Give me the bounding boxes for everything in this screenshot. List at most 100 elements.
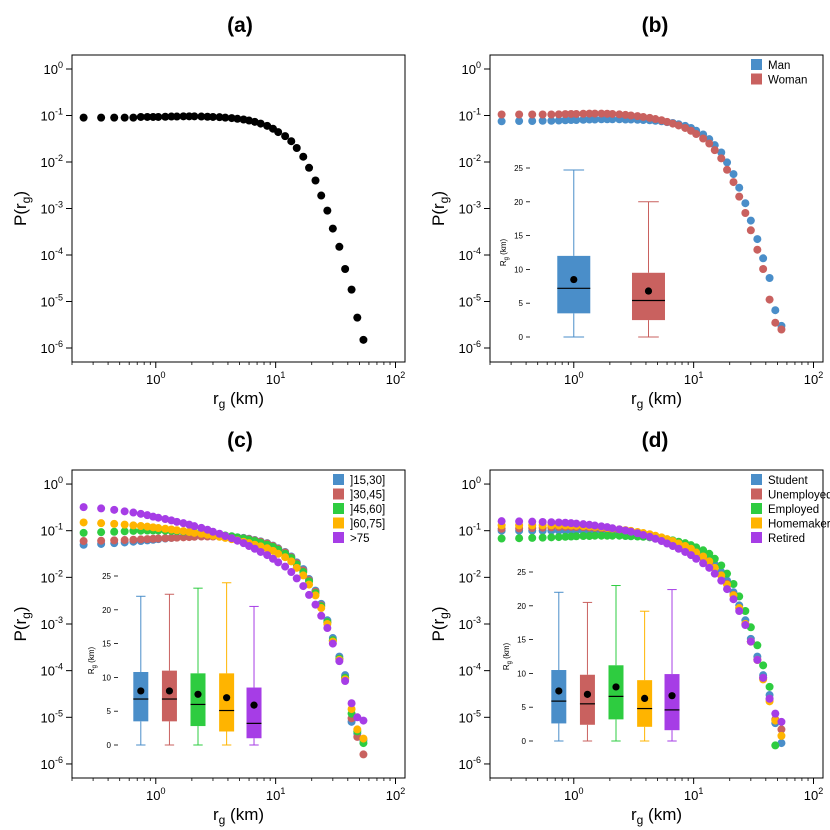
data-point bbox=[274, 128, 283, 137]
x-tick-label: 102 bbox=[386, 370, 405, 387]
y-tick-label: 10-3 bbox=[41, 615, 63, 632]
panel-title: (c) bbox=[227, 429, 253, 452]
data-point bbox=[538, 517, 547, 526]
data-point bbox=[317, 191, 326, 200]
data-point bbox=[347, 285, 356, 294]
inset-y-axis-label: Rg (km) bbox=[502, 642, 513, 670]
data-point bbox=[97, 113, 106, 122]
box-body bbox=[190, 673, 206, 727]
data-point bbox=[215, 113, 224, 122]
y-tick-label: 10-3 bbox=[459, 200, 481, 217]
box-body bbox=[579, 674, 595, 725]
data-point bbox=[547, 518, 556, 527]
data-point bbox=[120, 113, 129, 122]
data-point bbox=[353, 713, 362, 722]
data-point bbox=[161, 524, 170, 533]
box-6075 bbox=[219, 582, 235, 746]
y-tick-label: 10-2 bbox=[459, 568, 481, 585]
legend-label: Woman bbox=[768, 75, 807, 87]
inset-y-tick-label: 15 bbox=[102, 640, 111, 649]
data-point bbox=[572, 109, 581, 118]
y-tick-label: 10-1 bbox=[459, 522, 481, 539]
data-point bbox=[287, 557, 296, 566]
legend-label: Retired bbox=[768, 533, 805, 545]
data-point bbox=[717, 148, 726, 157]
data-point bbox=[263, 551, 272, 560]
data-point bbox=[615, 525, 624, 534]
data-point bbox=[250, 544, 259, 553]
panel-title: (b) bbox=[642, 14, 669, 37]
data-point bbox=[287, 568, 296, 577]
data-point bbox=[561, 532, 570, 541]
data-point bbox=[705, 139, 714, 148]
box-body bbox=[246, 687, 262, 739]
series-retired bbox=[497, 517, 786, 726]
data-point bbox=[233, 114, 242, 123]
data-point bbox=[705, 563, 714, 572]
inset-y-axis-label: Rg (km) bbox=[499, 238, 510, 266]
data-point bbox=[172, 533, 181, 542]
legend-label: Student bbox=[768, 475, 808, 487]
box-75 bbox=[246, 605, 262, 746]
data-point bbox=[341, 264, 350, 273]
data-point bbox=[179, 533, 188, 542]
legend-swatch bbox=[751, 474, 762, 485]
data-point bbox=[497, 110, 506, 119]
data-point bbox=[274, 549, 283, 558]
data-point bbox=[347, 699, 356, 708]
data-point bbox=[341, 677, 350, 686]
inset-y-tick-label: 5 bbox=[107, 707, 112, 716]
data-point bbox=[561, 110, 570, 119]
data-point bbox=[359, 716, 368, 725]
data-point bbox=[497, 534, 506, 543]
data-point bbox=[590, 109, 599, 118]
box-body bbox=[631, 272, 665, 321]
data-point bbox=[79, 537, 88, 546]
data-point bbox=[328, 224, 337, 233]
data-point bbox=[79, 503, 88, 512]
x-tick-label: 101 bbox=[684, 786, 703, 803]
legend-label: ]60,75] bbox=[350, 519, 385, 531]
y-tick-label: 10-6 bbox=[41, 339, 63, 356]
data-point bbox=[590, 115, 599, 124]
data-point bbox=[359, 750, 368, 759]
box-4560 bbox=[190, 587, 206, 746]
y-tick-label: 100 bbox=[44, 475, 63, 492]
y-tick-label: 10-2 bbox=[41, 153, 63, 170]
data-point bbox=[692, 554, 701, 563]
data-point bbox=[299, 571, 308, 580]
legend-swatch bbox=[333, 488, 344, 500]
data-point bbox=[585, 115, 594, 124]
data-point bbox=[597, 531, 606, 540]
x-tick-label: 102 bbox=[386, 786, 405, 803]
data-point bbox=[608, 531, 617, 540]
data-point bbox=[735, 192, 744, 201]
data-point bbox=[771, 741, 780, 750]
data-point bbox=[561, 518, 570, 527]
x-tick-label: 100 bbox=[564, 786, 583, 803]
data-point bbox=[765, 274, 774, 283]
panel-title: (a) bbox=[227, 14, 253, 37]
data-point bbox=[528, 117, 537, 126]
x-tick-label: 102 bbox=[804, 370, 823, 387]
box-mean bbox=[570, 275, 578, 284]
data-point bbox=[359, 335, 368, 344]
data-point bbox=[615, 110, 624, 119]
data-point bbox=[777, 325, 786, 334]
inset-y-tick-label: 15 bbox=[517, 636, 526, 645]
data-point bbox=[190, 112, 199, 121]
data-point bbox=[110, 505, 119, 514]
data-point bbox=[335, 657, 344, 666]
box-retired bbox=[664, 589, 680, 742]
inset-y-tick-label: 0 bbox=[519, 333, 524, 342]
data-point bbox=[554, 518, 563, 527]
panel-title: (d) bbox=[642, 429, 669, 452]
inset-y-axis-label: Rg (km) bbox=[87, 646, 98, 674]
data-point bbox=[274, 558, 283, 567]
data-point bbox=[292, 144, 301, 153]
data-point bbox=[129, 508, 138, 517]
legend-swatch bbox=[751, 503, 762, 514]
